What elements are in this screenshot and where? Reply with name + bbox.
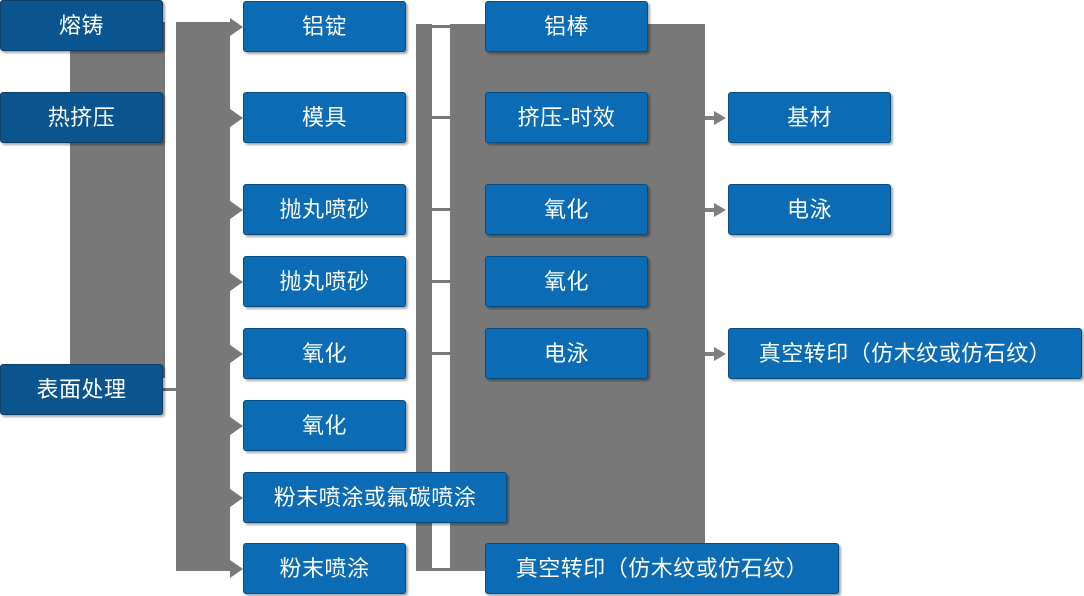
process-label-electrophoresis: 电泳	[543, 340, 589, 366]
process-box-electrophoresis[interactable]: 电泳	[485, 328, 648, 379]
process-label-shot-blasting-1: 抛丸喷砂	[279, 196, 370, 222]
process-box-oxidation-4[interactable]: 氧化	[485, 256, 648, 307]
process-spine	[416, 24, 452, 571]
process-label-powder-coating: 粉末喷涂	[279, 555, 370, 581]
process-label-shot-blasting-2: 抛丸喷砂	[279, 268, 370, 294]
process-box-vacuum-transfer-printing[interactable]: 真空转印（仿木纹或仿石纹）	[485, 543, 839, 594]
stage-label-surface-treatment: 表面处理	[36, 376, 127, 402]
output-box-substrate[interactable]: 基材	[728, 92, 891, 143]
surface-stub-connector	[163, 388, 188, 391]
process-label-extrusion-aging: 挤压-时效	[517, 104, 616, 130]
stage-label-melting: 熔铸	[58, 12, 104, 38]
process-box-shot-blasting-2[interactable]: 抛丸喷砂	[243, 256, 406, 307]
process-box-powder-coating[interactable]: 粉末喷涂	[243, 543, 406, 594]
output-box-vacuum-transfer-printing[interactable]: 真空转印（仿木纹或仿石纹）	[728, 328, 1082, 379]
stage-chain-trunk	[70, 22, 165, 378]
materials-fan-trunk	[176, 18, 243, 578]
process-box-aluminum-bar[interactable]: 铝棒	[485, 1, 648, 52]
process-label-mold: 模具	[301, 104, 347, 130]
process-label-aluminum-ingot: 铝锭	[301, 13, 347, 39]
process-box-extrusion-aging[interactable]: 挤压-时效	[485, 92, 648, 143]
stage-label-hot-extrusion: 热挤压	[47, 104, 116, 130]
process-box-oxidation-3[interactable]: 氧化	[485, 184, 648, 235]
output-label-vacuum-transfer-printing: 真空转印（仿木纹或仿石纹）	[758, 340, 1052, 366]
output-arrows	[705, 111, 726, 361]
process-box-aluminum-ingot[interactable]: 铝锭	[243, 1, 406, 52]
process-box-mold[interactable]: 模具	[243, 92, 406, 143]
process-label-oxidation-2: 氧化	[301, 412, 347, 438]
stage-box-melting[interactable]: 熔铸	[0, 0, 163, 51]
process-box-oxidation-2[interactable]: 氧化	[243, 400, 406, 451]
process-label-powder-or-fluorocarbon-coating: 粉末喷涂或氟碳喷涂	[273, 484, 477, 510]
process-label-oxidation-4: 氧化	[543, 268, 589, 294]
output-label-substrate: 基材	[786, 104, 832, 130]
stage-box-hot-extrusion[interactable]: 热挤压	[0, 92, 163, 143]
process-label-oxidation-3: 氧化	[543, 196, 589, 222]
process-box-oxidation-1[interactable]: 氧化	[243, 328, 406, 379]
process-label-aluminum-bar: 铝棒	[543, 13, 589, 39]
stage-box-surface-treatment[interactable]: 表面处理	[0, 364, 163, 415]
output-box-electrophoresis[interactable]: 电泳	[728, 184, 891, 235]
process-label-vacuum-transfer-printing: 真空转印（仿木纹或仿石纹）	[515, 555, 809, 581]
process-box-shot-blasting-1[interactable]: 抛丸喷砂	[243, 184, 406, 235]
output-label-electrophoresis: 电泳	[786, 196, 832, 222]
process-label-oxidation-1: 氧化	[301, 340, 347, 366]
process-box-powder-or-fluorocarbon-coating[interactable]: 粉末喷涂或氟碳喷涂	[243, 472, 507, 523]
